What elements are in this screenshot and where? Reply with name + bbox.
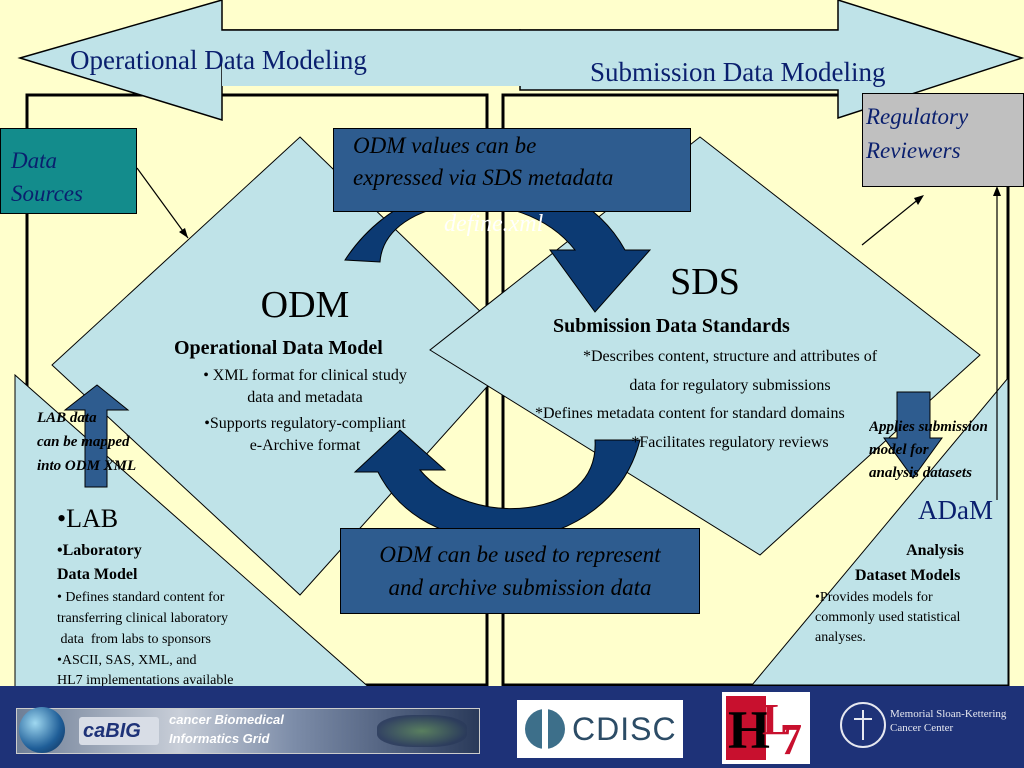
regulatory-line2: Reviewers (866, 138, 961, 163)
lab-up-arrow (63, 384, 130, 488)
adam-subtitle-line2: Dataset Models (855, 567, 961, 584)
mskcc-line2: Cancer Center (890, 722, 954, 734)
sds-line4: *Facilitates regulatory reviews (631, 434, 829, 451)
adam-b1-line3: analyses. (815, 630, 866, 645)
sds-diamond (429, 136, 981, 556)
lab-b1-line2: transferring clinical laboratory (57, 611, 229, 626)
sds-line1: *Describes content, structure and attrib… (582, 348, 878, 365)
regulatory-connector (861, 197, 921, 246)
cdisc-logo: CDISC (517, 700, 683, 758)
submission-data-modeling-label: Submission Data Modeling (590, 57, 886, 87)
data-sources-connector (136, 167, 189, 239)
data-sources-line1: Data (11, 148, 57, 173)
applies-note-line2: model for (869, 442, 929, 458)
cabig-name: caBIG (83, 720, 141, 742)
sds-subtitle: Submission Data Standards (553, 315, 790, 337)
curved-arrow-bottom (353, 429, 641, 541)
cabig-name-plate (79, 717, 159, 745)
lab-b2-line1: •ASCII, SAS, XML, and (57, 653, 197, 668)
data-sources-line2: Sources (11, 181, 83, 206)
map-graphic (377, 715, 467, 747)
lab-b1-line3: data from labs to sponsors (57, 632, 211, 647)
operational-data-modeling-label: Operational Data Modeling (70, 45, 367, 75)
regulatory-line1: Regulatory (866, 104, 969, 129)
odm-bullet1-line2: data and metadata (247, 389, 363, 406)
odm-bullet2-line2: e-Archive format (249, 437, 361, 454)
adam-b1-line2: commonly used statistical (815, 610, 961, 625)
odm-bullet1-line1: • XML format for clinical study (203, 367, 407, 384)
lab-title: •LAB (57, 504, 119, 533)
globe-icon (19, 707, 65, 753)
cdisc-mark-icon (525, 709, 565, 749)
callout-odm-archive: ODM can be used to represent and archive… (340, 528, 700, 614)
odm-diamond (51, 136, 521, 596)
lab-subtitle-line2: Data Model (57, 566, 138, 583)
hl7-h: H (728, 700, 771, 760)
hl7-logo: H L 7 (722, 692, 810, 764)
odm-title: ODM (260, 284, 350, 326)
callout-top-line2: expressed via SDS metadata (353, 165, 614, 190)
cdisc-text: CDISC (572, 711, 677, 747)
odm-bullet2-line1: •Supports regulatory-compliant (204, 415, 406, 432)
mskcc-seal-icon (840, 702, 886, 748)
define-xml-label: define.xml (444, 211, 544, 237)
callout-odm-values: ODM values can be expressed via SDS meta… (333, 128, 691, 212)
mskcc-line1: Memorial Sloan-Kettering (890, 708, 1007, 720)
sds-line3: *Defines metadata content for standard d… (535, 405, 845, 422)
lab-b1-line1: • Defines standard content for (57, 590, 225, 605)
applies-note-line1: Applies submission (869, 419, 988, 435)
callout-bottom-line1: ODM can be used to represent (379, 542, 661, 567)
lab-subtitle-line1: •Laboratory (57, 542, 142, 559)
applies-note-line3: analysis datasets (869, 465, 972, 481)
regulatory-reviewers-box: Regulatory Reviewers (862, 93, 1024, 187)
adam-title: ADaM (918, 495, 993, 525)
lab-b2-line2: HL7 implementations available (57, 673, 234, 688)
lab-note-line3: into ODM XML (37, 458, 137, 474)
adam-subtitle-line1: Analysis (906, 542, 964, 559)
sds-title: SDS (670, 261, 740, 303)
adam-triangle (750, 376, 1009, 686)
cabig-line2: Informatics Grid (169, 731, 270, 746)
cabig-logo: caBIG cancer Biomedical Informatics Grid (16, 707, 480, 754)
hl7-h-block (726, 696, 766, 760)
odm-subtitle: Operational Data Model (174, 337, 383, 359)
callout-top-line1: ODM values can be (353, 133, 537, 158)
mskcc-logo: Memorial Sloan-Kettering Cancer Center (840, 700, 1020, 754)
hl7-l: L (762, 695, 792, 744)
lab-note-line2: can be mapped (37, 434, 130, 450)
banner-band (222, 30, 838, 86)
footer-bar: caBIG cancer Biomedical Informatics Grid… (0, 686, 1024, 768)
adam-b1-line1: •Provides models for (815, 590, 933, 605)
adam-down-arrow (883, 391, 943, 479)
callout-bottom-line2: and archive submission data (388, 575, 652, 600)
sds-line2: data for regulatory submissions (629, 377, 831, 394)
hl7-7: 7 (780, 715, 802, 764)
data-sources-box: Data Sources (0, 128, 137, 214)
lab-note-line1: LAB data (37, 410, 97, 426)
cabig-line1: cancer Biomedical (169, 712, 284, 727)
